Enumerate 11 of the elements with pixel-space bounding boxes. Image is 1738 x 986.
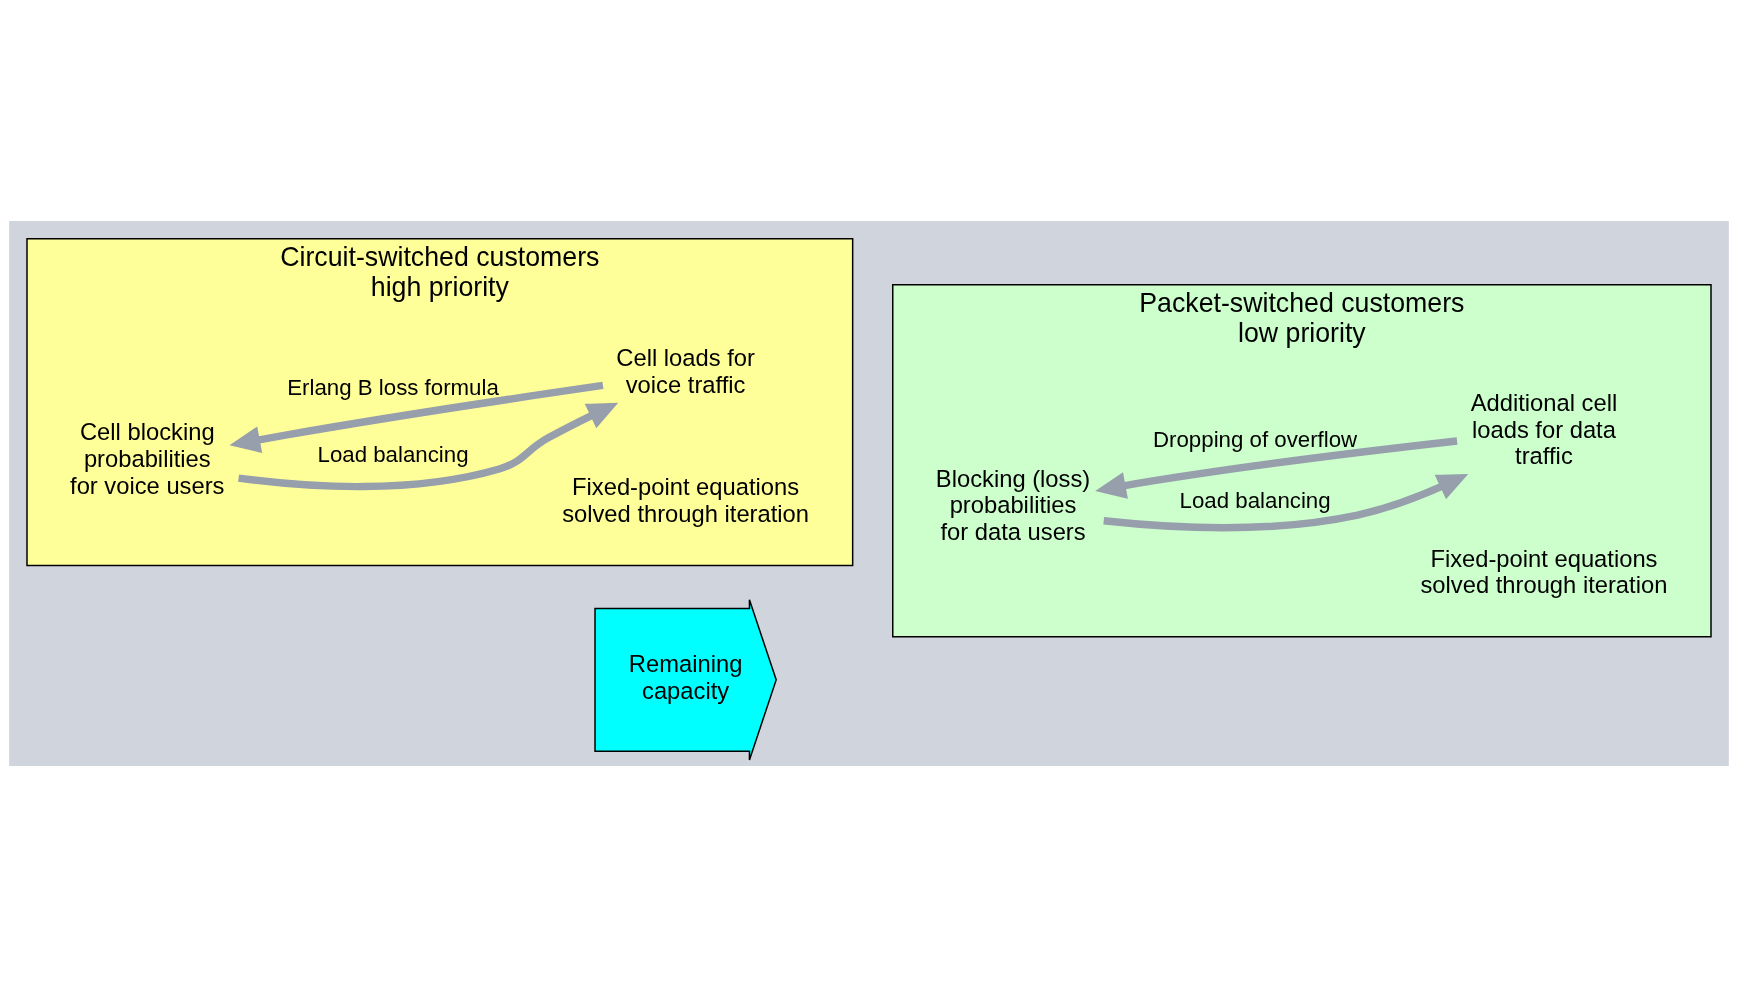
edge-label: Erlang B loss formula bbox=[287, 374, 499, 400]
arrow bbox=[229, 381, 604, 453]
node-text: Blocking (loss) probabilities for data users bbox=[935, 464, 1091, 545]
arrow bbox=[1095, 436, 1458, 499]
arrow bbox=[1103, 473, 1469, 531]
edge-label: Load balancing bbox=[317, 441, 469, 467]
edge-label: Dropping of overflow bbox=[1152, 426, 1358, 452]
node-text: Cell loads for voice traffic bbox=[616, 343, 755, 398]
node-text: Additional cell loads for data traffic bbox=[1470, 388, 1618, 469]
edge-label: Load balancing bbox=[1179, 487, 1331, 513]
node-text: Cell blocking probabilities for voice users bbox=[70, 417, 225, 499]
